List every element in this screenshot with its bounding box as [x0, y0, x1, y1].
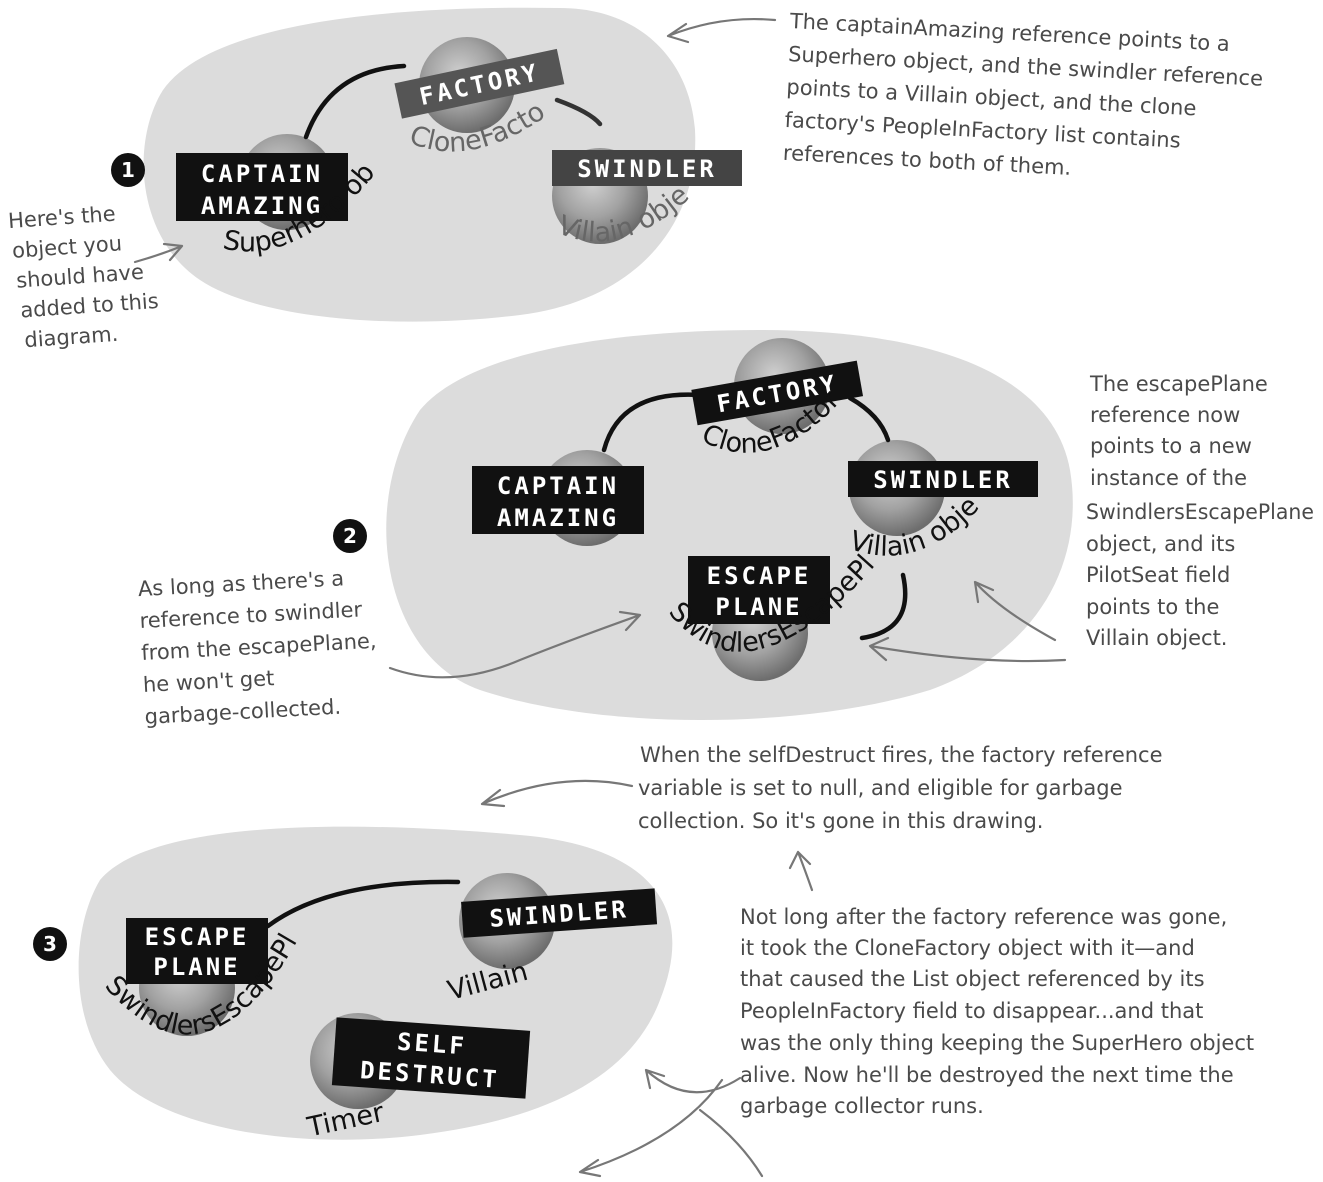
- svg-text:ESCAPE: ESCAPE: [145, 923, 250, 951]
- svg-text:references to both of them.: references to both of them.: [782, 141, 1071, 180]
- svg-text:SwindlersEscapePlane: SwindlersEscapePlane: [1086, 500, 1314, 524]
- svg-text:from the escapePlane,: from the escapePlane,: [141, 629, 377, 665]
- note-2-right: The escapePlane reference now points to …: [1086, 372, 1314, 650]
- svg-text:object you: object you: [11, 231, 122, 263]
- svg-text:PilotSeat field: PilotSeat field: [1086, 563, 1230, 587]
- svg-text:reference now: reference now: [1090, 403, 1240, 427]
- swindler-label: SWINDLER: [552, 150, 742, 186]
- svg-text:points to the: points to the: [1086, 595, 1219, 619]
- step-badge-3: [33, 927, 67, 961]
- svg-text:Villain object.: Villain object.: [1086, 626, 1227, 650]
- svg-text:SELF: SELF: [396, 1028, 468, 1061]
- svg-text:collection. So it's gone in th: collection. So it's gone in this drawing…: [638, 809, 1043, 833]
- escape-plane-label: ESCAPE PLANE: [126, 918, 268, 984]
- note-2-left: As long as there's a reference to swindl…: [137, 566, 377, 729]
- svg-text:AMAZING: AMAZING: [497, 504, 619, 532]
- svg-text:object, and its: object, and its: [1086, 532, 1235, 556]
- svg-text:As long as there's a: As long as there's a: [137, 566, 344, 601]
- svg-text:points to a new: points to a new: [1090, 434, 1252, 458]
- svg-text:SWINDLER: SWINDLER: [873, 466, 1013, 494]
- arrow-note3-top: [480, 779, 634, 808]
- svg-text:CAPTAIN: CAPTAIN: [497, 472, 619, 500]
- reference-line: [554, 97, 603, 127]
- step-badge-2: [333, 519, 367, 553]
- reference-line: [265, 879, 461, 929]
- svg-text:alive. Now he'll be destroyed: alive. Now he'll be destroyed the next t…: [740, 1063, 1234, 1087]
- svg-text:garbage-collected.: garbage-collected.: [144, 695, 342, 729]
- svg-text:SWINDLER: SWINDLER: [577, 155, 717, 183]
- svg-text:was the only thing keeping the: was the only thing keeping the SuperHero…: [740, 1031, 1254, 1055]
- escape-plane-label: ESCAPE PLANE: [688, 556, 830, 624]
- reference-line: [601, 392, 703, 453]
- svg-text:When the selfDestruct fires, t: When the selfDestruct fires, the factory…: [640, 743, 1163, 767]
- svg-text:garbage collector runs.: garbage collector runs.: [740, 1094, 984, 1118]
- swindler-label: SWINDLER: [461, 888, 658, 938]
- svg-text:he won't get: he won't get: [142, 666, 274, 697]
- reference-line: [847, 395, 891, 443]
- note-3-top: When the selfDestruct fires, the factory…: [638, 743, 1163, 833]
- svg-text:CAPTAIN: CAPTAIN: [201, 160, 323, 188]
- reference-line: [859, 572, 908, 641]
- captain-amazing-label: CAPTAIN AMAZING: [472, 466, 644, 534]
- self-destruct-label: SELF DESTRUCT: [331, 1017, 531, 1099]
- svg-text:Not long after the factory ref: Not long after the factory reference was…: [740, 905, 1227, 929]
- note-added-object: Here's the object you should have added …: [7, 202, 160, 353]
- svg-text:diagram.: diagram.: [24, 322, 119, 352]
- cloud-1: [143, 7, 696, 322]
- svg-text:instance of the: instance of the: [1090, 466, 1247, 490]
- arrow-note1: [666, 17, 777, 44]
- arrow-villain-right: [973, 580, 1057, 642]
- svg-text:PLANE: PLANE: [715, 593, 802, 621]
- svg-text:should have: should have: [15, 260, 144, 293]
- svg-text:added to this: added to this: [20, 289, 160, 323]
- cloud-2: [386, 330, 1073, 720]
- svg-text:variable is set to null, and e: variable is set to null, and eligible fo…: [638, 776, 1123, 800]
- svg-text:PLANE: PLANE: [153, 953, 240, 981]
- arrow-escape-right: [868, 636, 1067, 663]
- svg-text:The escapePlane: The escapePlane: [1089, 372, 1268, 396]
- annotation-arrows: [133, 17, 1067, 1178]
- arrow-added-object: [133, 242, 184, 264]
- svg-text:that caused the List object re: that caused the List object referenced b…: [740, 967, 1205, 991]
- reference-line: [303, 63, 407, 140]
- swindler-label: SWINDLER: [848, 461, 1038, 497]
- step-number-3: 3: [43, 932, 57, 956]
- arrow-bottom-left: [578, 1068, 764, 1178]
- captain-amazing-label: CAPTAIN AMAZING: [176, 153, 348, 221]
- svg-text:PeopleInFactory field to disap: PeopleInFactory field to disappear...and…: [740, 999, 1203, 1023]
- note-1: The captainAmazing reference points to a…: [782, 9, 1263, 180]
- step-number-2: 2: [343, 524, 357, 548]
- note-3-right: Not long after the factory reference was…: [740, 905, 1254, 1118]
- arrow-escape-left: [388, 610, 642, 679]
- svg-text:AMAZING: AMAZING: [201, 192, 323, 220]
- step-number-1: 1: [121, 158, 135, 182]
- svg-text:Here's the: Here's the: [7, 202, 116, 233]
- svg-text:ESCAPE: ESCAPE: [707, 562, 812, 590]
- arrow-note3-up: [788, 850, 814, 892]
- svg-text:it took the CloneFactory objec: it took the CloneFactory object with it—…: [740, 936, 1195, 960]
- svg-text:reference to swindler: reference to swindler: [139, 597, 363, 633]
- step-badge-1: [111, 153, 145, 187]
